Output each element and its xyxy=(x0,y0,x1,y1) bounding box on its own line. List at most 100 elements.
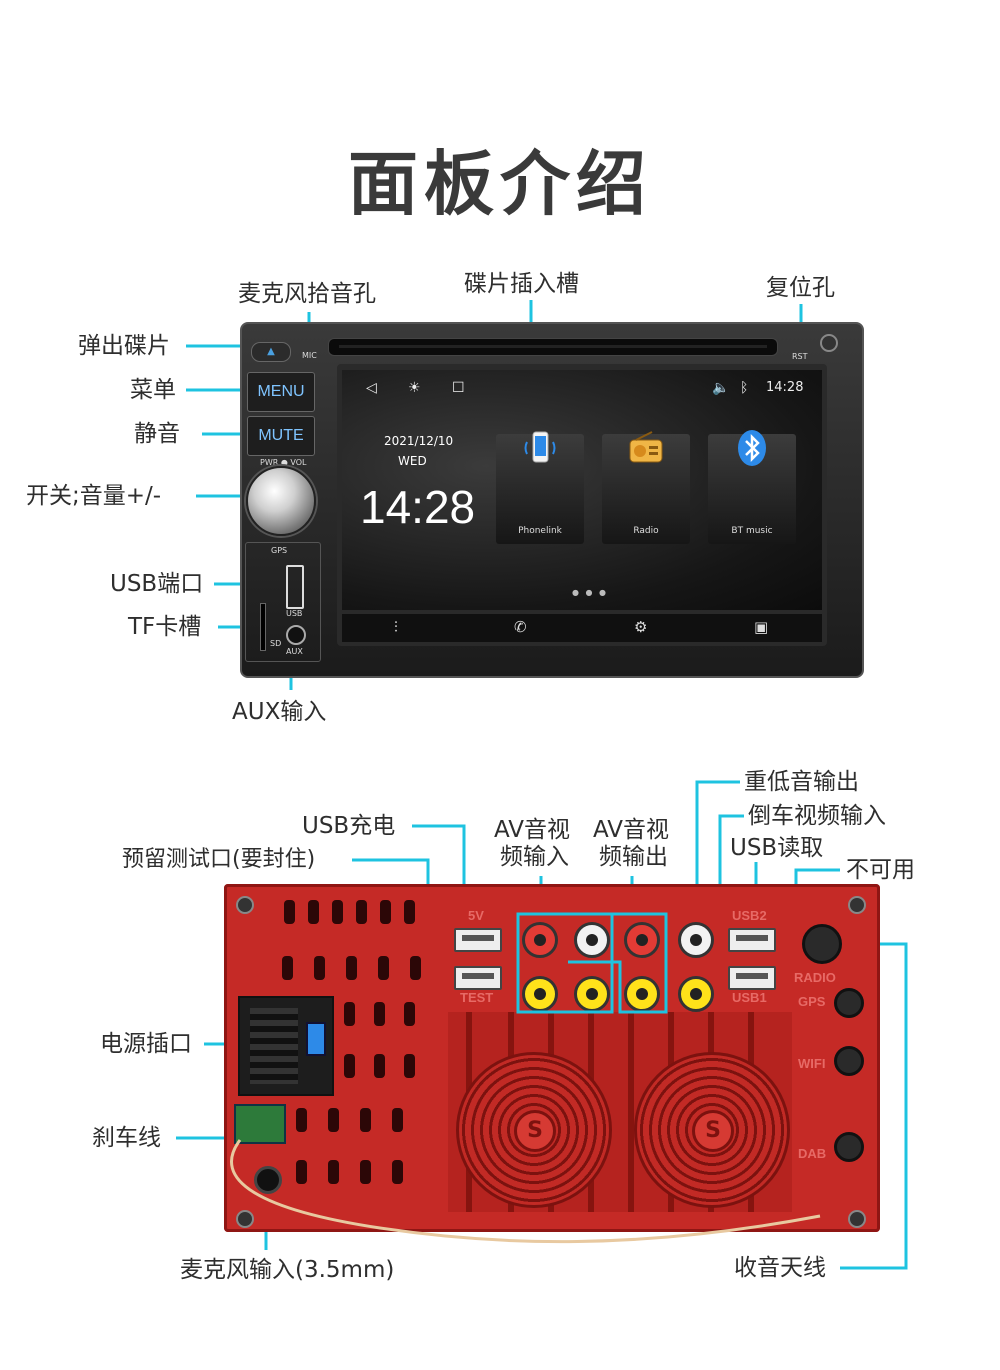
date-text: 2021/12/10 xyxy=(384,434,454,448)
callout-usb-port: USB端口 xyxy=(110,571,204,597)
tile-radio[interactable]: Radio xyxy=(602,431,690,544)
page-indicator: ● ● ● xyxy=(572,588,609,597)
emboss-gps: GPS xyxy=(798,994,826,1009)
tile-phonelink[interactable]: Phonelink xyxy=(496,431,584,544)
tile-label: Radio xyxy=(633,526,659,536)
screw xyxy=(236,896,254,914)
callout-power-socket: 电源插口 xyxy=(100,1031,192,1057)
fuse xyxy=(306,1022,326,1056)
av-out-outline xyxy=(568,912,668,1014)
callout-unavailable: 不可用 xyxy=(846,857,915,883)
av-in-video-yellow-2[interactable] xyxy=(574,976,610,1012)
bluetooth-icon xyxy=(738,430,766,466)
callout-mic-hole: 麦克风拾音孔 xyxy=(238,281,376,307)
av-in-video-yellow[interactable] xyxy=(522,976,558,1012)
clock-text: 14:28 xyxy=(360,481,476,533)
sd-label: SD xyxy=(270,639,282,648)
tile-bt-music[interactable]: BT music xyxy=(708,430,796,544)
callout-av-in-line2: 频输入 xyxy=(500,844,569,870)
callout-eject: 弹出碟片 xyxy=(78,333,170,359)
emboss-usb2: USB2 xyxy=(732,908,767,923)
test-port[interactable] xyxy=(454,966,502,990)
eject-button[interactable]: ▲ xyxy=(251,342,291,362)
callout-power-volume: 开关;音量+/- xyxy=(26,483,162,509)
callout-mic-in: 麦克风输入(3.5mm) xyxy=(180,1257,395,1283)
radio-icon xyxy=(629,431,663,463)
callout-aux-in: AUX输入 xyxy=(232,699,327,725)
mic-35mm-jack[interactable] xyxy=(254,1166,282,1194)
emboss-wifi: WIFI xyxy=(798,1056,826,1071)
head-unit-back: S S 5V TEST USB2 USB1 RADIO GPS WIFI DAB xyxy=(224,884,880,1232)
head-unit-front: ▲ MIC RST MENU MUTE PWR ● VOL GPS USB SD… xyxy=(240,322,864,678)
page-title: 面板介绍 xyxy=(348,143,652,225)
av-out-audio-red[interactable] xyxy=(624,922,660,958)
cooling-fan: S xyxy=(634,1052,790,1208)
callout-usb-read: USB读取 xyxy=(730,835,824,861)
bluetooth-status-icon: ᛒ xyxy=(740,380,749,396)
usb-port[interactable] xyxy=(286,565,304,609)
screw xyxy=(848,896,866,914)
reverse-camera-in-jack[interactable] xyxy=(678,976,714,1012)
emboss-test: TEST xyxy=(460,990,494,1005)
av-in-audio-red[interactable] xyxy=(522,922,558,958)
volume-icon: 🔈 xyxy=(712,380,730,396)
port-panel: USB SD AUX xyxy=(245,542,321,662)
aux-label: AUX xyxy=(286,647,303,656)
wifi-antenna-jack[interactable] xyxy=(834,1046,864,1076)
menu-button[interactable]: MENU xyxy=(247,372,315,412)
callout-av-in-line1: AV音视 xyxy=(494,817,570,843)
callout-av-out-line1: AV音视 xyxy=(593,817,669,843)
callout-radio-antenna: 收音天线 xyxy=(734,1255,826,1281)
radio-antenna-jack[interactable] xyxy=(802,924,842,964)
cooling-fan: S xyxy=(456,1052,612,1208)
usb1-port[interactable] xyxy=(728,966,776,990)
back-icon[interactable]: ◁ xyxy=(366,380,377,396)
home-screen: ◁ ☀ ☐ 🔈 ᛒ 14:28 2021/12/10 WED 14:28 Pho… xyxy=(342,370,822,610)
rst-label: RST xyxy=(792,352,808,361)
mute-button[interactable]: MUTE xyxy=(247,416,315,456)
tile-label: Phonelink xyxy=(518,526,562,536)
usb-charge-port[interactable] xyxy=(454,928,502,952)
equalizer-icon[interactable]: ⫶ xyxy=(394,618,398,636)
tile-label: BT music xyxy=(731,526,773,536)
callout-usb-charge: USB充电 xyxy=(302,813,396,839)
brake-wire-pcb xyxy=(234,1104,286,1144)
tf-card-slot[interactable] xyxy=(260,603,266,651)
callout-reverse-cam-in: 倒车视频输入 xyxy=(748,803,886,829)
home-square-icon[interactable]: ☐ xyxy=(452,380,465,396)
dab-antenna-jack[interactable] xyxy=(834,1132,864,1162)
emboss-5v: 5V xyxy=(468,908,484,923)
callout-reset-hole: 复位孔 xyxy=(766,275,835,301)
power-volume-knob[interactable] xyxy=(246,466,316,536)
emboss-radio: RADIO xyxy=(794,970,836,985)
emboss-dab: DAB xyxy=(798,1146,827,1161)
gallery-icon[interactable]: ▣ xyxy=(754,618,769,636)
phone-icon xyxy=(524,431,556,463)
callout-menu: 菜单 xyxy=(130,377,176,403)
usb-label: USB xyxy=(286,609,303,618)
screw xyxy=(820,334,838,352)
subwoofer-out-jack[interactable] xyxy=(678,922,714,958)
usb2-port[interactable] xyxy=(728,928,776,952)
emboss-usb1: USB1 xyxy=(732,990,767,1005)
av-in-audio-white[interactable] xyxy=(574,922,610,958)
screw xyxy=(236,1210,254,1228)
dock-bar: ⫶ ✆ ⚙ ▣ xyxy=(342,614,822,642)
touch-screen[interactable]: ◁ ☀ ☐ 🔈 ᛒ 14:28 2021/12/10 WED 14:28 Pho… xyxy=(337,364,827,646)
gps-antenna-jack[interactable] xyxy=(834,988,864,1018)
callout-subwoofer-out: 重低音输出 xyxy=(744,769,859,795)
phone-call-icon[interactable]: ✆ xyxy=(514,618,527,636)
callout-test-port: 预留测试口(要封住) xyxy=(122,847,316,872)
callout-tf-slot: TF卡槽 xyxy=(128,614,202,640)
brake-wire xyxy=(230,1139,821,1244)
settings-icon[interactable]: ⚙ xyxy=(634,618,648,636)
screw xyxy=(848,1210,866,1228)
line-subwoofer xyxy=(695,780,740,916)
callout-disc-slot: 碟片插入槽 xyxy=(464,271,579,297)
callout-av-out-line2: 频输出 xyxy=(599,844,668,870)
aux-jack[interactable] xyxy=(286,625,306,645)
eject-icon: ▲ xyxy=(267,346,275,357)
mic-label: MIC xyxy=(302,351,317,360)
brightness-icon[interactable]: ☀ xyxy=(408,380,421,396)
weekday-text: WED xyxy=(398,454,427,468)
